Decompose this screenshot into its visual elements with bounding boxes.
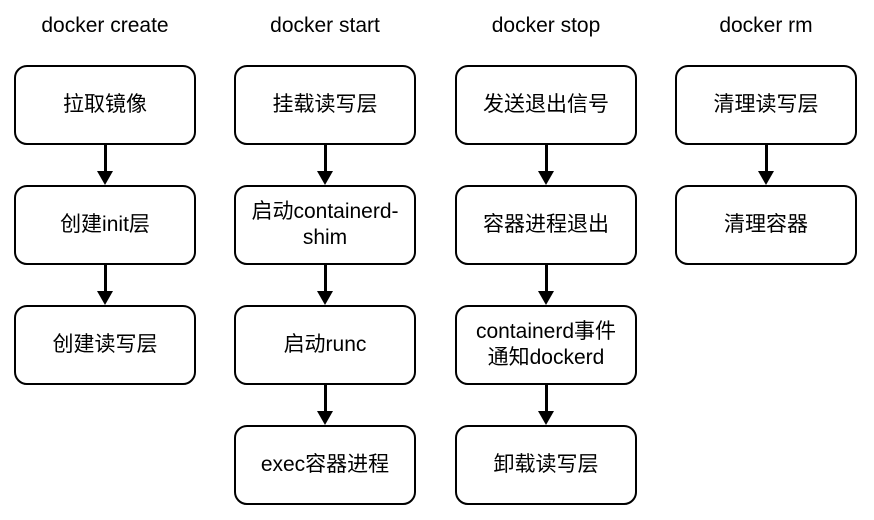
flow-node: 创建init层 — [14, 185, 196, 265]
flow-node-label: 发送退出信号 — [483, 93, 609, 116]
column-header-docker-create: docker create — [41, 14, 169, 37]
flow-node: 容器进程退出 — [455, 185, 637, 265]
flow-node-label: 容器进程退出 — [483, 213, 609, 236]
flow-node: 启动runc — [234, 305, 416, 385]
arrow-head-icon — [538, 171, 554, 185]
flow-node: 卸载读写层 — [455, 425, 637, 505]
arrow-docker-create-2 — [93, 265, 117, 305]
flow-node: 拉取镜像 — [14, 65, 196, 145]
arrow-shaft — [323, 265, 327, 292]
arrow-head-icon — [97, 171, 113, 185]
flow-node-label: 卸载读写层 — [493, 453, 599, 476]
flow-node-label: 挂载读写层 — [272, 93, 378, 116]
arrow-shaft — [544, 265, 548, 292]
flow-node-label: 清理读写层 — [713, 93, 819, 116]
column-header-docker-rm: docker rm — [719, 14, 813, 37]
arrow-head-icon — [317, 291, 333, 305]
arrow-head-icon — [758, 171, 774, 185]
arrow-shaft — [764, 145, 768, 172]
arrow-shaft — [544, 385, 548, 412]
arrow-docker-stop-1 — [534, 145, 558, 185]
flow-node-label: 清理容器 — [724, 213, 808, 236]
flow-node: 清理读写层 — [675, 65, 857, 145]
flow-node-label: containerd事件 通知dockerd — [475, 320, 617, 369]
arrow-shaft — [323, 145, 327, 172]
column-header-docker-stop: docker stop — [491, 14, 601, 37]
flow-node-label: 启动runc — [283, 333, 367, 356]
flow-node: 启动containerd- shim — [234, 185, 416, 265]
flow-column-docker-rm: docker rm 清理读写层清理容器 — [675, 0, 857, 520]
arrow-shaft — [103, 145, 107, 172]
flow-node: 挂载读写层 — [234, 65, 416, 145]
arrow-docker-stop-3 — [534, 385, 558, 425]
flow-node-label: 创建init层 — [60, 213, 150, 236]
arrow-shaft — [544, 145, 548, 172]
arrow-docker-start-2 — [313, 265, 337, 305]
flow-node: exec容器进程 — [234, 425, 416, 505]
flow-node: 创建读写层 — [14, 305, 196, 385]
flow-node: 发送退出信号 — [455, 65, 637, 145]
arrow-head-icon — [317, 171, 333, 185]
flow-node: 清理容器 — [675, 185, 857, 265]
flow-node-label: 拉取镜像 — [63, 93, 147, 116]
arrow-docker-stop-2 — [534, 265, 558, 305]
arrow-shaft — [323, 385, 327, 412]
flow-node-label: 创建读写层 — [52, 333, 158, 356]
column-header-docker-start: docker start — [270, 14, 380, 37]
flow-node-label: 启动containerd- shim — [251, 200, 399, 249]
arrow-shaft — [103, 265, 107, 292]
flow-column-docker-start: docker start 挂载读写层启动containerd- shim 启动run… — [234, 0, 416, 520]
flow-column-docker-stop: docker stop 发送退出信号容器进程退出 containerd事件 通知do… — [455, 0, 637, 520]
flow-node: containerd事件 通知dockerd — [455, 305, 637, 385]
arrow-docker-create-1 — [93, 145, 117, 185]
arrow-docker-start-1 — [313, 145, 337, 185]
arrow-head-icon — [538, 291, 554, 305]
flow-column-docker-create: docker create 拉取镜像创建init层创建读写层 — [14, 0, 196, 520]
arrow-head-icon — [538, 411, 554, 425]
arrow-docker-start-3 — [313, 385, 337, 425]
flow-node-label: exec容器进程 — [260, 453, 390, 476]
arrow-head-icon — [317, 411, 333, 425]
arrow-docker-rm-1 — [754, 145, 778, 185]
arrow-head-icon — [97, 291, 113, 305]
